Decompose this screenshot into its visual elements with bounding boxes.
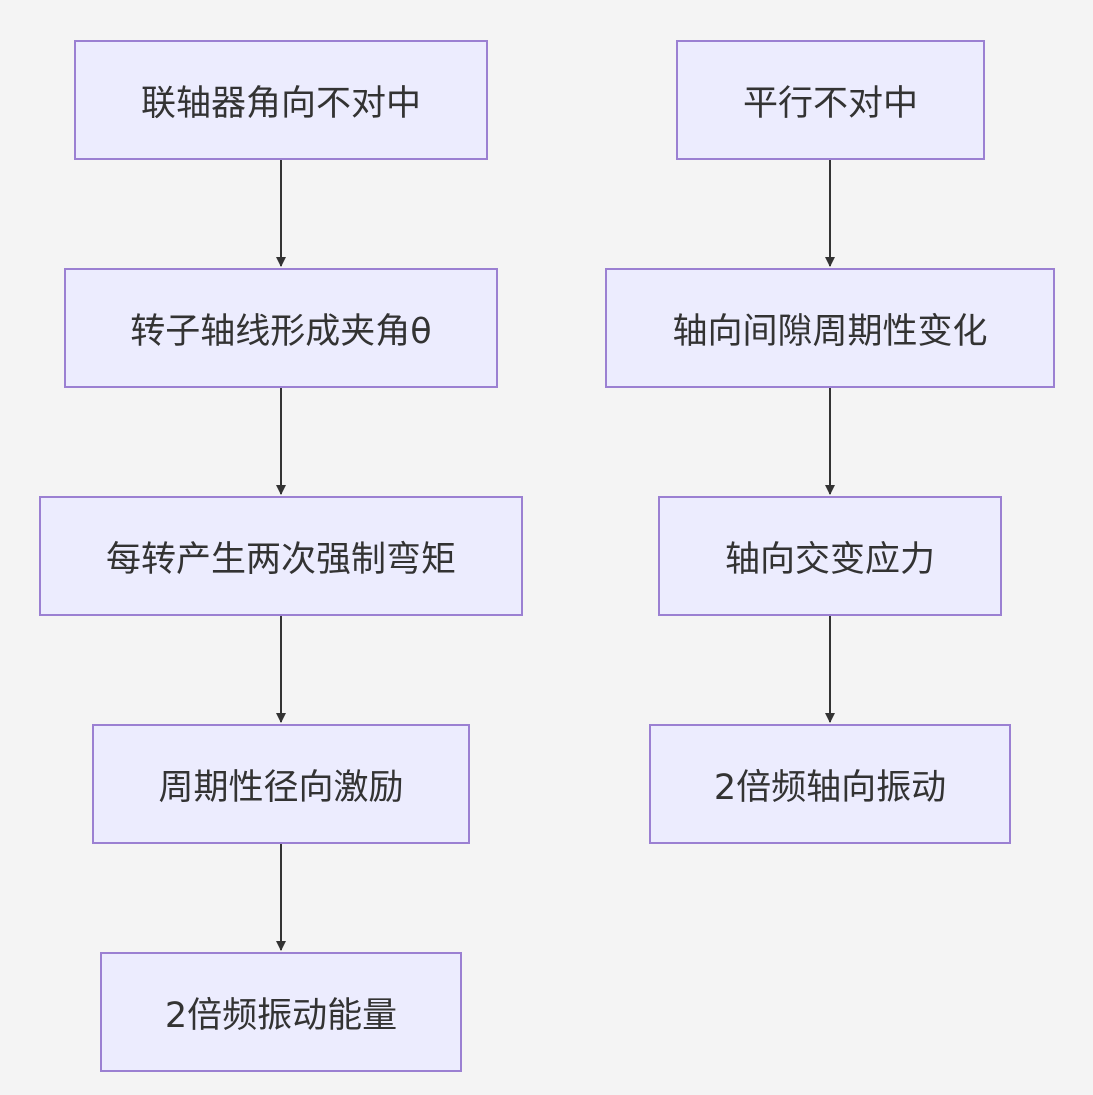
node-angular-misalignment-label: 联轴器角向不对中 [140,83,421,124]
node-parallel-misalignment: 平行不对中 [676,40,985,160]
node-2x-axial-vibration-label: 2倍频轴向振动 [713,767,947,808]
node-forced-bending-moment: 每转产生两次强制弯矩 [39,496,523,616]
node-2x-axial-vibration: 2倍频轴向振动 [649,724,1011,844]
node-axial-alternating-stress-label: 轴向交变应力 [724,539,935,580]
node-2x-vibration-energy: 2倍频振动能量 [100,952,462,1072]
node-2x-vibration-energy-label: 2倍频振动能量 [164,995,398,1036]
node-parallel-misalignment-label: 平行不对中 [742,83,918,124]
node-axial-gap-variation-label: 轴向间隙周期性变化 [672,311,988,352]
node-axial-gap-variation: 轴向间隙周期性变化 [605,268,1055,388]
node-radial-excitation-label: 周期性径向激励 [158,767,404,808]
node-axis-angle: 转子轴线形成夹角θ [64,268,498,388]
node-axis-angle-label: 转子轴线形成夹角θ [130,311,432,352]
node-angular-misalignment: 联轴器角向不对中 [74,40,488,160]
node-radial-excitation: 周期性径向激励 [92,724,470,844]
node-axial-alternating-stress: 轴向交变应力 [658,496,1002,616]
node-forced-bending-moment-label: 每转产生两次强制弯矩 [105,539,456,580]
